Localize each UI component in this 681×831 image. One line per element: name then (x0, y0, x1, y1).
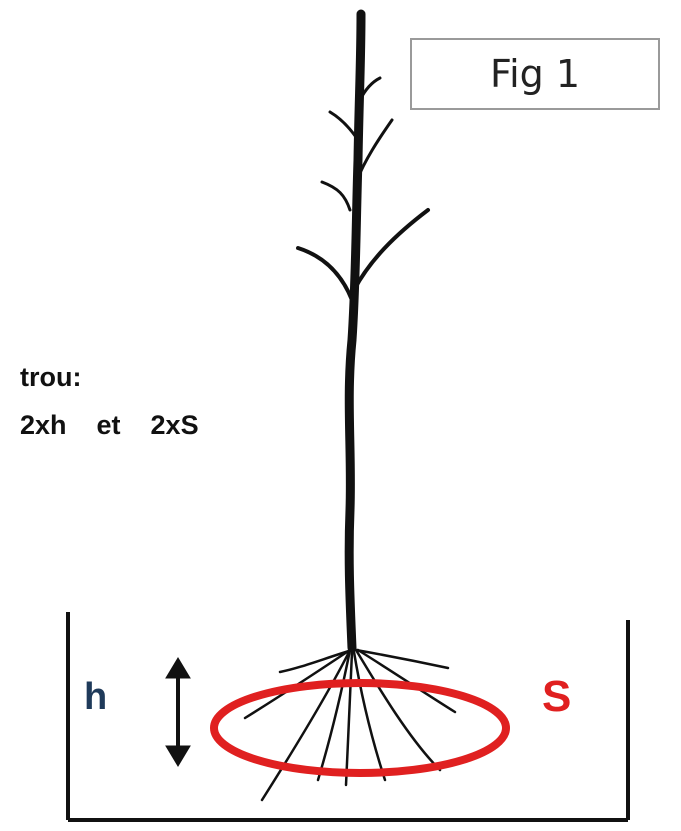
tree-trunk (349, 14, 361, 648)
root (356, 650, 440, 770)
hole-note-dimensions: 2xh et 2xS (20, 410, 199, 441)
tree-roots (245, 650, 455, 800)
root (346, 652, 352, 785)
tree-branch (330, 112, 358, 140)
tree-branch (298, 248, 352, 300)
depth-arrow (166, 658, 190, 766)
depth-arrow-head-up (166, 658, 190, 678)
tree-branch (322, 182, 350, 210)
figure-label: Fig 1 (410, 38, 660, 110)
hole-note-title: trou: (20, 362, 81, 393)
tree-sapling (298, 14, 428, 648)
tree-branch (354, 210, 428, 290)
depth-label-h: h (84, 676, 107, 719)
depth-arrow-head-down (166, 746, 190, 766)
root (262, 650, 350, 800)
root (356, 650, 448, 668)
surface-label-s: S (542, 672, 571, 722)
root-spread-ring (214, 683, 506, 773)
